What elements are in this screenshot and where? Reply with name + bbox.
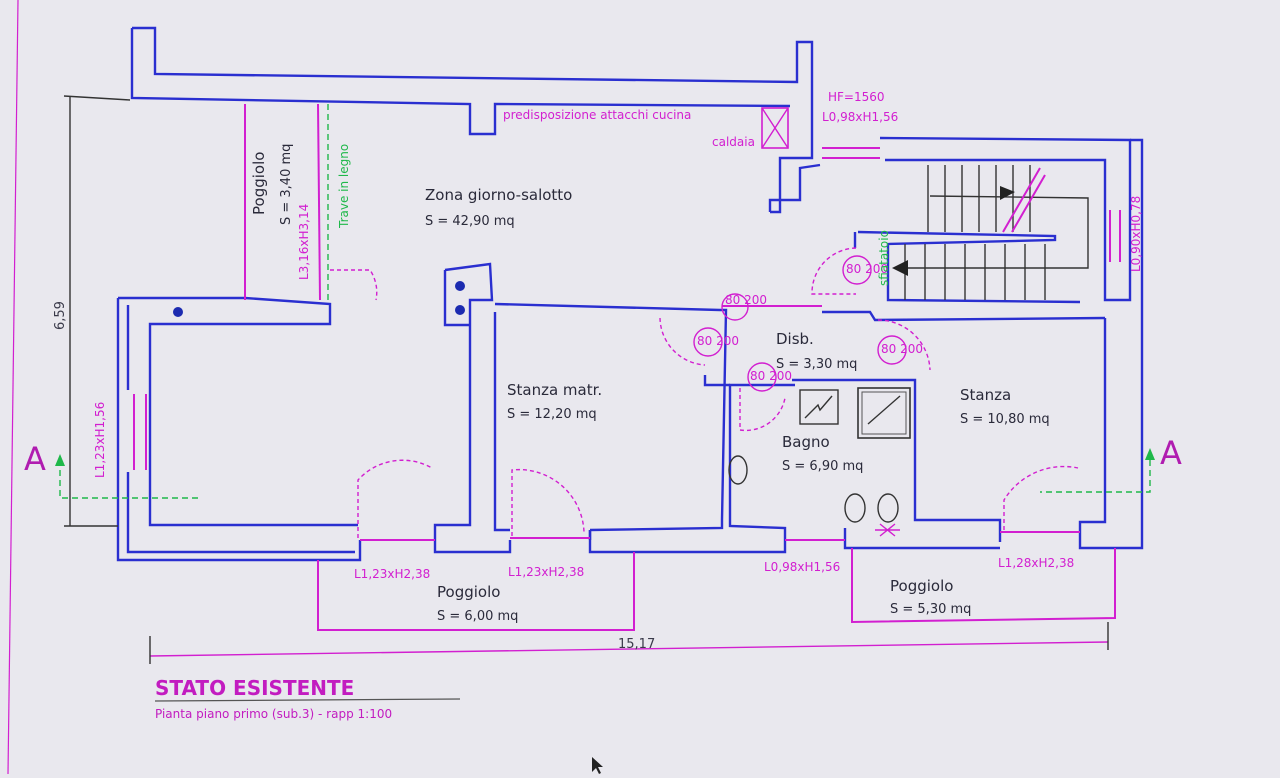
- room-bedroom-name: Stanza: [960, 386, 1011, 404]
- balcony-left: [244, 103, 329, 301]
- shower-icon: [857, 387, 911, 439]
- toilet-icon: [844, 493, 866, 523]
- room-balcony-left-name: Poggiolo: [250, 152, 268, 215]
- door-tag-4: 80 200: [750, 369, 792, 383]
- room-balcony-br-area: S = 5,30 mq: [890, 602, 971, 617]
- mouse-cursor-icon: [592, 757, 603, 774]
- vent-icon: [455, 281, 465, 291]
- bidet-icon: [877, 493, 899, 523]
- title-block: STATO ESISTENTE Pianta piano primo (sub.…: [154, 676, 461, 721]
- room-hall-area: S = 3,30 mq: [776, 357, 857, 372]
- room-living-area: S = 42,90 mq: [425, 214, 515, 229]
- room-master-area: S = 12,20 mq: [507, 407, 597, 422]
- boiler-note: caldaia: [712, 135, 755, 149]
- door-tags: 80 200 80 200 80 200 80 200 80 200: [693, 255, 923, 392]
- door-tag-3: 80 200: [697, 334, 739, 348]
- room-bedroom-area: S = 10,80 mq: [960, 412, 1050, 427]
- dimension-lines: 6,59 15,17: [53, 95, 1109, 664]
- room-balcony-bl-name: Poggiolo: [437, 583, 500, 601]
- vent-icon-3: [173, 307, 183, 317]
- drawing-subtitle: Pianta piano primo (sub.3) - rapp 1:100: [155, 707, 392, 721]
- room-bath-area: S = 6,90 mq: [782, 459, 863, 474]
- fixtures: [173, 107, 911, 537]
- dim-width: 15,17: [618, 637, 655, 652]
- dim-height: 6,59: [53, 301, 68, 330]
- door-tag-5: 80 200: [881, 342, 923, 356]
- annotations: predisposizione attacchi cucina caldaia …: [93, 90, 1143, 581]
- room-living-name: Zona giorno-salotto: [425, 186, 572, 204]
- vent-icon-2: [455, 305, 465, 315]
- window-top: L0,98xH1,56: [822, 110, 898, 124]
- beam-dim: L3,16xH3,14: [297, 204, 311, 280]
- washbasin-icon: [728, 455, 748, 485]
- beam-note: Trave in legno: [337, 144, 351, 229]
- room-hall-name: Disb.: [776, 330, 814, 348]
- door-tag-1: 80 200: [725, 293, 767, 307]
- window-left: L1,23xH1,56: [93, 402, 107, 478]
- door-br: L1,28xH2,38: [998, 556, 1074, 570]
- kitchen-note: predisposizione attacchi cucina: [503, 108, 691, 122]
- window-top-hf: HF=1560: [828, 90, 885, 104]
- room-master-name: Stanza matr.: [507, 381, 602, 399]
- room-balcony-br-name: Poggiolo: [890, 577, 953, 595]
- section-label-right: A: [1160, 434, 1182, 472]
- door-bl1: L1,23xH2,38: [354, 567, 430, 581]
- boiler-icon: [761, 107, 789, 149]
- sink-icon: [799, 389, 839, 425]
- door-bl2: L1,23xH2,38: [508, 565, 584, 579]
- window-right: L0,90xH0,78: [1129, 196, 1143, 272]
- window-bath: L0,98xH1,56: [764, 560, 840, 574]
- balcony-bottom: [133, 147, 1121, 631]
- door-tag-2: 80 200: [846, 262, 888, 276]
- interior-walls: [433, 163, 1106, 554]
- section-line: A A: [24, 434, 1182, 499]
- room-labels: Zona giorno-salotto S = 42,90 mq Stanza …: [250, 144, 1050, 624]
- room-bath-name: Bagno: [782, 433, 830, 451]
- stair-note: sfiatatoio: [877, 230, 891, 286]
- staircase: [892, 165, 1089, 300]
- door-swings: [330, 247, 1079, 538]
- room-balcony-left-area: S = 3,40 mq: [279, 144, 294, 225]
- section-label-left: A: [24, 440, 46, 478]
- drawing-title: STATO ESISTENTE: [155, 676, 354, 700]
- room-balcony-bl-area: S = 6,00 mq: [437, 609, 518, 624]
- margin-line: [7, 0, 19, 775]
